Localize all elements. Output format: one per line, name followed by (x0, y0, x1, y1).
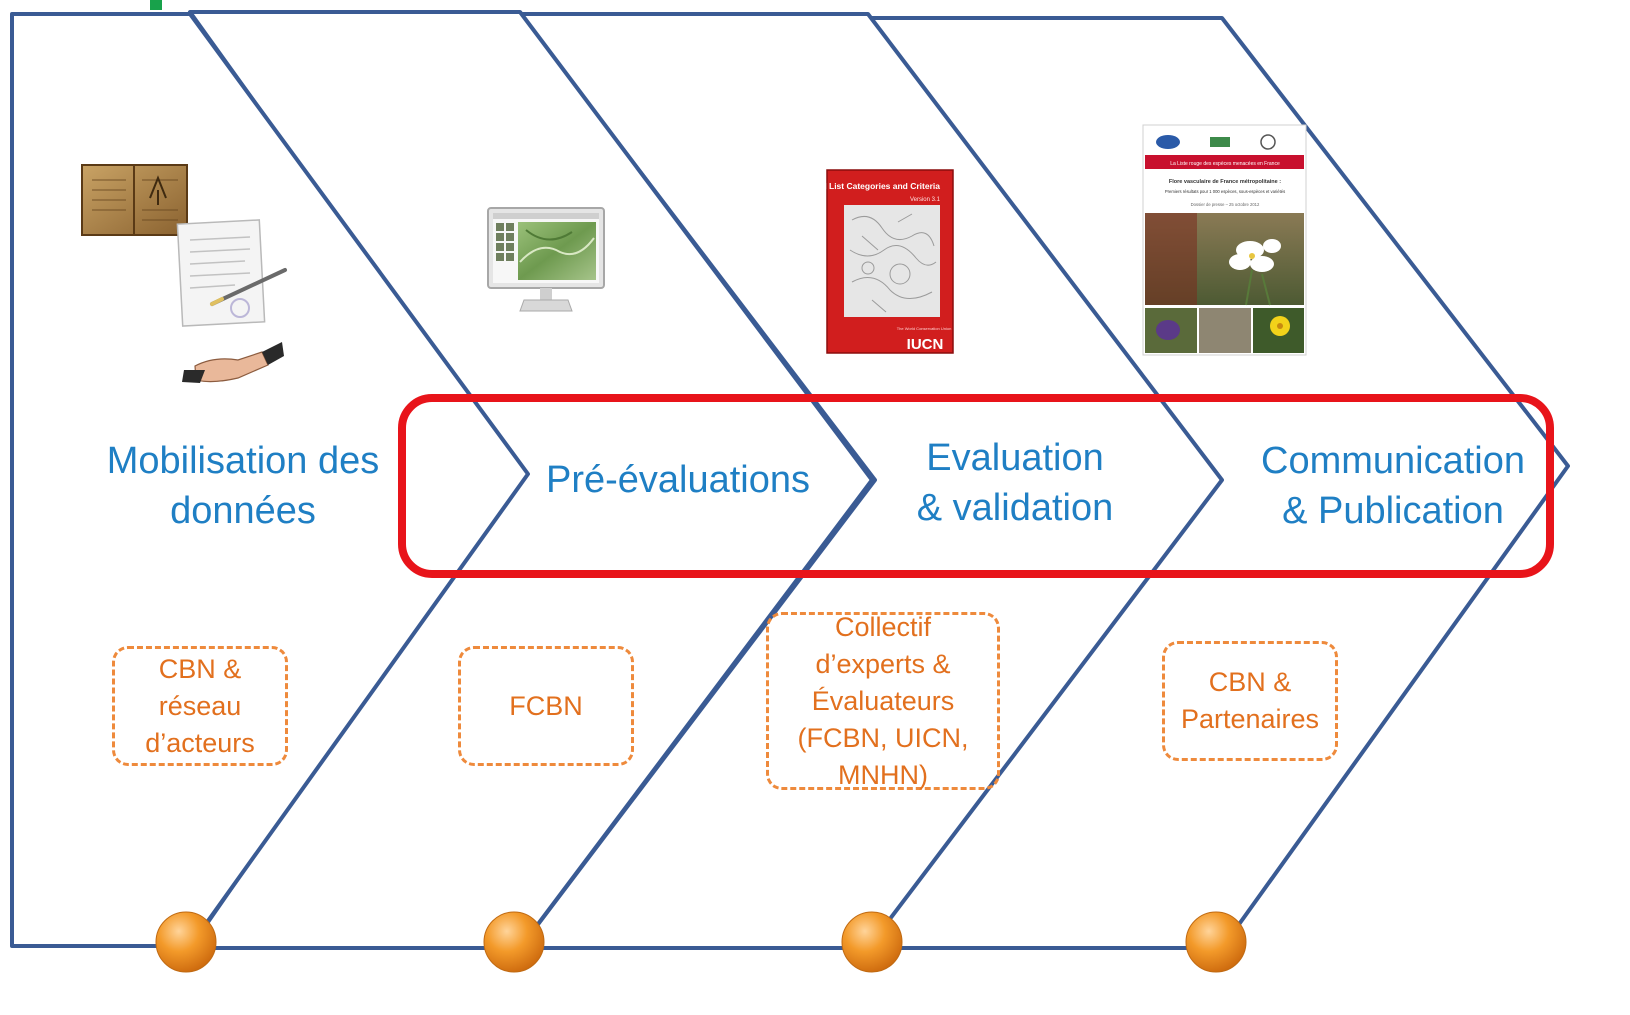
actors-communication: CBN & Partenaires (1162, 641, 1338, 761)
stage-title-communication: Communication & Publication (1253, 436, 1533, 536)
actor-line: Évaluateurs (811, 685, 955, 716)
stage-title-evaluation: Evaluation & validation (880, 433, 1150, 533)
actor-line: Partenaires (1180, 704, 1320, 734)
actors-pre-evaluations: FCBN (458, 646, 634, 766)
iucn-red-list-booklet: IUCN Red List Categories and Criteria Ve… (787, 169, 954, 354)
actors-evaluation: Collectif d’experts & Évaluateurs (FCBN,… (766, 612, 1000, 790)
old-book-contract-handshake-icon (81, 164, 287, 383)
stage-title-line: Pré-évaluations (545, 459, 811, 501)
booklet-heading: IUCN Red List Categories and Criteria (787, 181, 940, 191)
actor-line: d’acteurs (145, 727, 255, 758)
actor-line: CBN & (158, 653, 242, 684)
booklet-version: Version 3.1 (910, 197, 941, 203)
milestone-dot-1 (155, 911, 217, 973)
stage-title-line: & validation (916, 487, 1114, 529)
actor-line: MNHN) (838, 759, 928, 790)
milestone-dot-2 (483, 911, 545, 973)
milestone-dot-3 (841, 911, 903, 973)
stage-title-pre-evaluations: Pré-évaluations (533, 455, 823, 505)
stage-title-line: Communication (1261, 440, 1525, 482)
report-date: Dossier de presse – 25 octobre 2012 (1191, 202, 1260, 207)
report-banner: La Liste rouge des espèces menacées en F… (1170, 161, 1280, 167)
actor-line: réseau (158, 690, 242, 721)
stage-title-mobilisation: Mobilisation des données (93, 436, 393, 536)
computer-monitor-map-icon (487, 207, 605, 312)
report-subtitle: Premiers résultats pour 1 000 espèces, s… (1165, 189, 1285, 194)
actor-line: (FCBN, UICN, (797, 722, 969, 753)
actor-line: CBN & (1208, 667, 1292, 697)
booklet-caption: The World Conservation Union (897, 326, 952, 331)
stage-title-line: Mobilisation des (106, 440, 380, 482)
corner-accent (150, 0, 162, 10)
stage-title-line: Evaluation (926, 437, 1104, 479)
stage-title-line: données (170, 490, 316, 532)
chevron-mobilisation (10, 12, 530, 948)
highlight-frame (398, 394, 1554, 578)
actor-line: FCBN (509, 690, 583, 721)
report-title: Flore vasculaire de France métropolitain… (1169, 179, 1281, 185)
actor-line: Collectif (834, 611, 932, 642)
actor-line: d’experts & (815, 648, 951, 679)
red-list-report-cover: La Liste rouge des espèces menacées en F… (1142, 124, 1307, 356)
milestone-dot-4 (1185, 911, 1247, 973)
stage-title-line: & Publication (1282, 490, 1504, 532)
milestone-dots (155, 911, 1247, 973)
booklet-logo: IUCN (907, 336, 944, 353)
actors-mobilisation: CBN & réseau d’acteurs (112, 646, 288, 766)
